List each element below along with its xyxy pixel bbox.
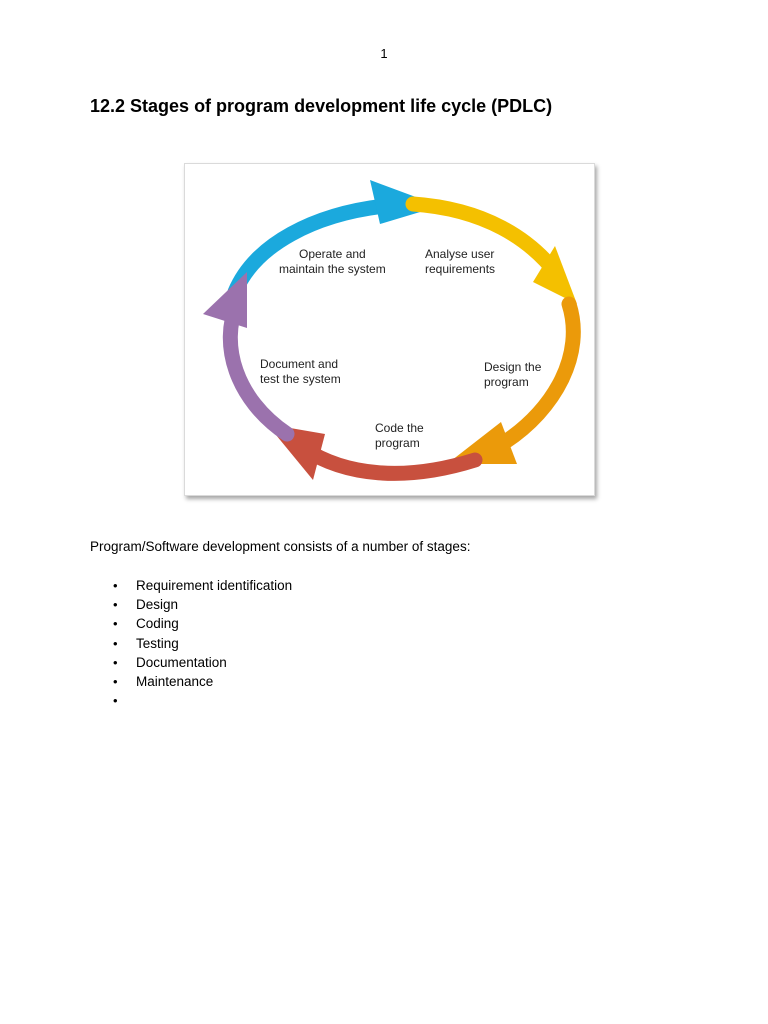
- bullet-icon: •: [113, 673, 118, 689]
- label-code-program: Code the program: [375, 421, 424, 450]
- list-item: • Testing: [90, 634, 292, 653]
- bullet-icon: •: [113, 616, 118, 632]
- code-arrow: [267, 424, 483, 481]
- list-item-text: Documentation: [136, 654, 227, 670]
- label-operate-maintain: Operate and maintain the system: [279, 247, 386, 276]
- bullet-icon: •: [113, 635, 118, 651]
- list-item-text: Coding: [136, 616, 179, 632]
- label-design-program: Design the program: [484, 360, 542, 389]
- list-item: • Documentation: [90, 653, 292, 672]
- analyse-arrow: [405, 196, 577, 304]
- cycle-arrows: [203, 180, 581, 481]
- analyse-arrow-head: [533, 246, 577, 304]
- design-arrow-shaft: [497, 296, 581, 450]
- list-item: • Coding: [90, 614, 292, 633]
- bullet-icon: •: [113, 597, 118, 613]
- pdlc-cycle-diagram: Operate and maintain the system Analyse …: [184, 163, 595, 496]
- label-analyse-requirements: Analyse user requirements: [425, 247, 496, 276]
- section-heading: 12.2 Stages of program development life …: [90, 96, 553, 116]
- list-item: • Design: [90, 595, 292, 614]
- list-item: • Requirement identification: [90, 576, 292, 595]
- design-arrow-head: [447, 422, 517, 464]
- list-item-text: Testing: [136, 635, 179, 651]
- bullet-icon: •: [113, 693, 118, 709]
- label-document-test: Document and test the system: [260, 357, 341, 386]
- code-arrow-shaft: [295, 440, 483, 481]
- list-item-text: Maintenance: [136, 673, 214, 689]
- design-arrow: [447, 296, 581, 464]
- intro-paragraph: Program/Software development consists of…: [90, 539, 471, 554]
- list-item-text: Requirement identification: [136, 578, 293, 593]
- bullet-icon: •: [113, 578, 118, 593]
- list-item: • Maintenance: [90, 672, 292, 691]
- stage-list: • Requirement identification • Design • Cod…: [90, 576, 292, 710]
- document-arrow: [203, 272, 295, 442]
- list-item: •: [90, 691, 292, 710]
- page-number: 1: [380, 46, 388, 61]
- document-arrow-head: [203, 272, 247, 328]
- operate-arrow-head: [370, 180, 440, 224]
- list-item-text: Design: [136, 597, 179, 613]
- bullet-icon: •: [113, 654, 118, 670]
